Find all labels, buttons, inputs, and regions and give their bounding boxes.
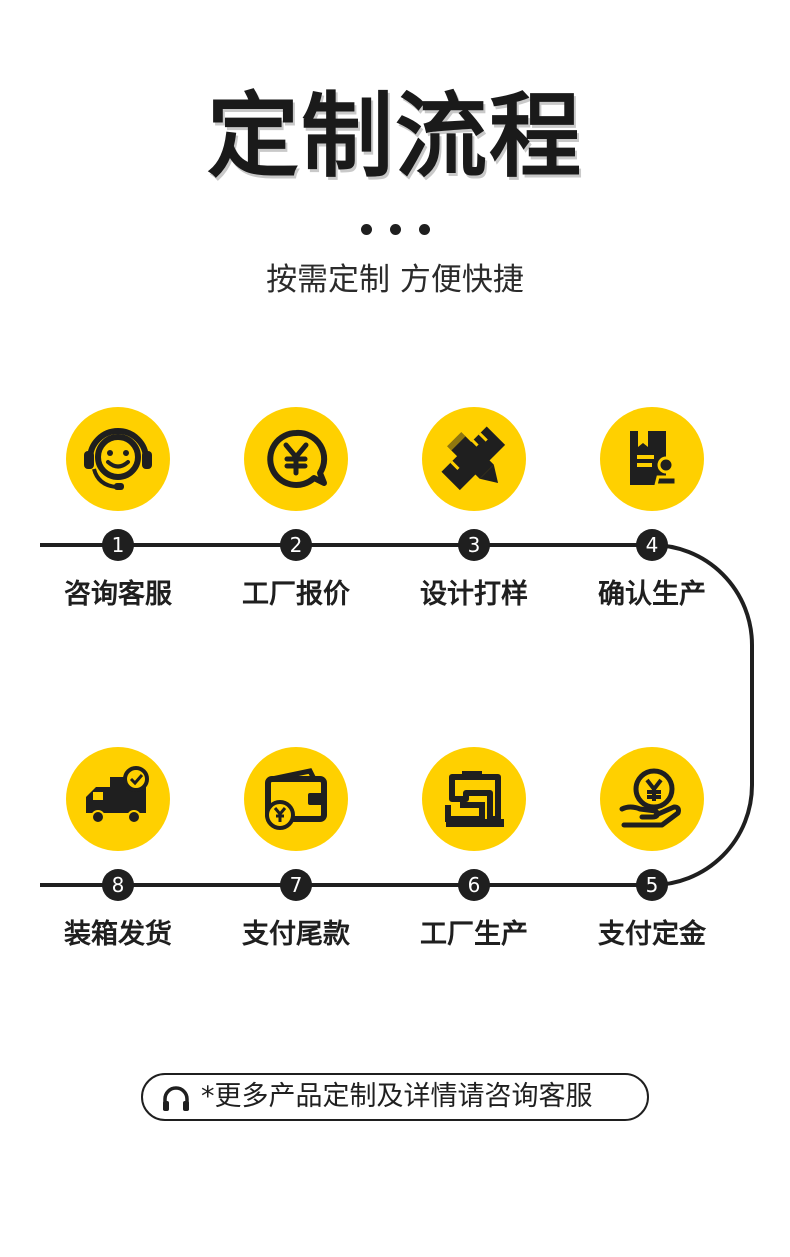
step-5-number: 5 xyxy=(636,869,668,901)
step-8-icon-circle xyxy=(66,747,170,851)
sewing-machine-icon xyxy=(445,771,504,827)
ruler-pencil-icon xyxy=(441,426,506,491)
page-title: 定制流程 xyxy=(206,83,583,190)
customer-service-note[interactable]: *更多产品定制及详情请咨询客服 xyxy=(141,1073,649,1121)
step-4-number: 4 xyxy=(636,529,668,561)
decorative-dots xyxy=(361,224,431,238)
step-6-number: 6 xyxy=(458,869,490,901)
headphone-icon xyxy=(163,1086,189,1111)
step-4-icon-circle xyxy=(600,407,704,511)
step-3-icon-circle xyxy=(422,407,526,511)
step-1-number: 1 xyxy=(102,529,134,561)
document-stamp-icon xyxy=(630,431,678,487)
page-subtitle: 按需定制 方便快捷 xyxy=(266,262,524,298)
coin-hand-icon xyxy=(619,768,681,828)
step-3-label: 设计打样 xyxy=(420,579,528,610)
price-chat-bubble-icon xyxy=(267,429,328,488)
step-1-label: 咨询客服 xyxy=(64,579,172,610)
step-3-number: 3 xyxy=(458,529,490,561)
step-5-label: 支付定金 xyxy=(598,919,706,950)
step-2-icon-circle xyxy=(244,407,348,511)
step-7-number: 7 xyxy=(280,869,312,901)
step-6-label: 工厂生产 xyxy=(420,919,528,950)
note-text: *更多产品定制及详情请咨询客服 xyxy=(201,1081,593,1112)
wallet-coin-icon xyxy=(265,768,327,830)
step-4-label: 确认生产 xyxy=(598,579,706,610)
step-6-icon-circle xyxy=(422,747,526,851)
step-5-icon-circle xyxy=(600,747,704,851)
step-1-icon-circle xyxy=(66,407,170,511)
customer-service-headset-icon xyxy=(84,428,152,490)
step-7-label: 支付尾款 xyxy=(242,919,350,950)
step-7-icon-circle xyxy=(244,747,348,851)
step-8-number: 8 xyxy=(102,869,134,901)
step-2-number: 2 xyxy=(280,529,312,561)
delivery-truck-icon xyxy=(86,766,149,824)
step-8-label: 装箱发货 xyxy=(64,919,172,950)
step-2-label: 工厂报价 xyxy=(242,579,350,610)
